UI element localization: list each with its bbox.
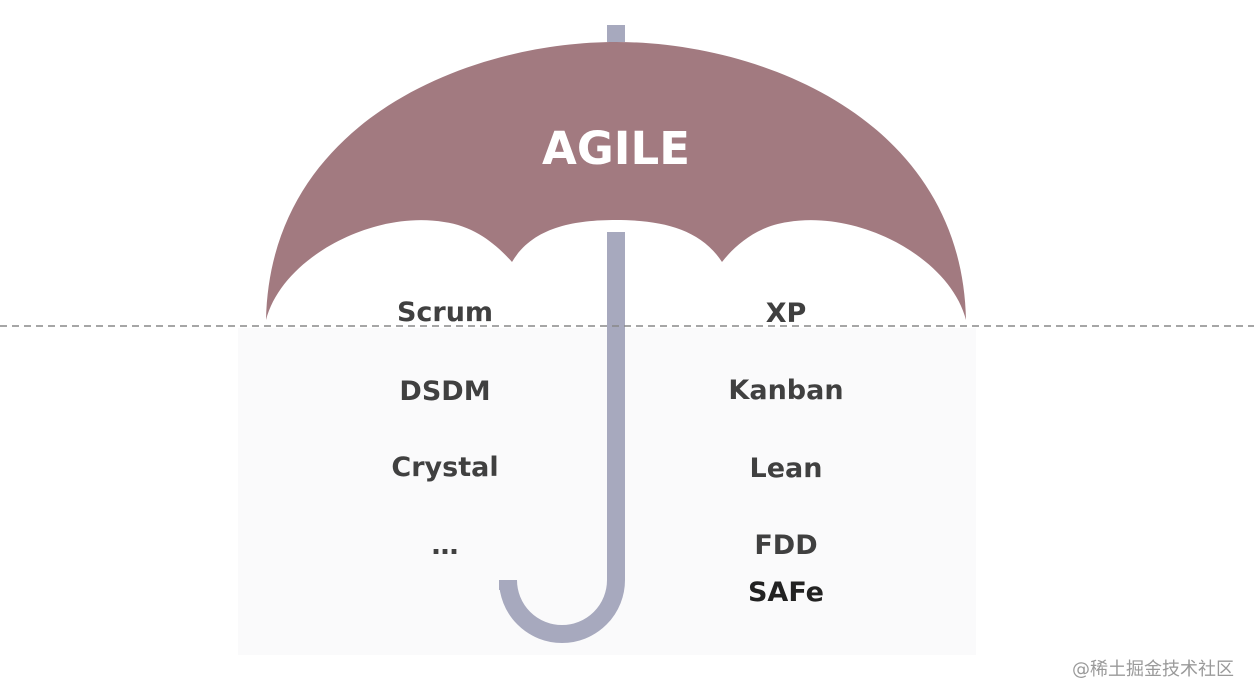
- method-label-right: Lean: [749, 453, 823, 484]
- watermark: @稀土掘金技术社区: [1072, 659, 1234, 680]
- method-label-right: FDD: [754, 530, 818, 561]
- method-label-left: DSDM: [399, 376, 491, 407]
- method-label-right: Kanban: [728, 375, 844, 406]
- method-label-left: Crystal: [391, 452, 499, 483]
- method-label-left: …: [431, 530, 459, 561]
- umbrella-handle: [499, 232, 625, 643]
- method-label-right: SAFe: [747, 577, 824, 608]
- umbrella-canopy: [266, 42, 966, 320]
- method-label-left: Scrum: [396, 297, 494, 328]
- umbrella-tip: [607, 25, 625, 42]
- diagram-title: AGILE: [542, 122, 690, 175]
- method-label-right: XP: [765, 298, 807, 329]
